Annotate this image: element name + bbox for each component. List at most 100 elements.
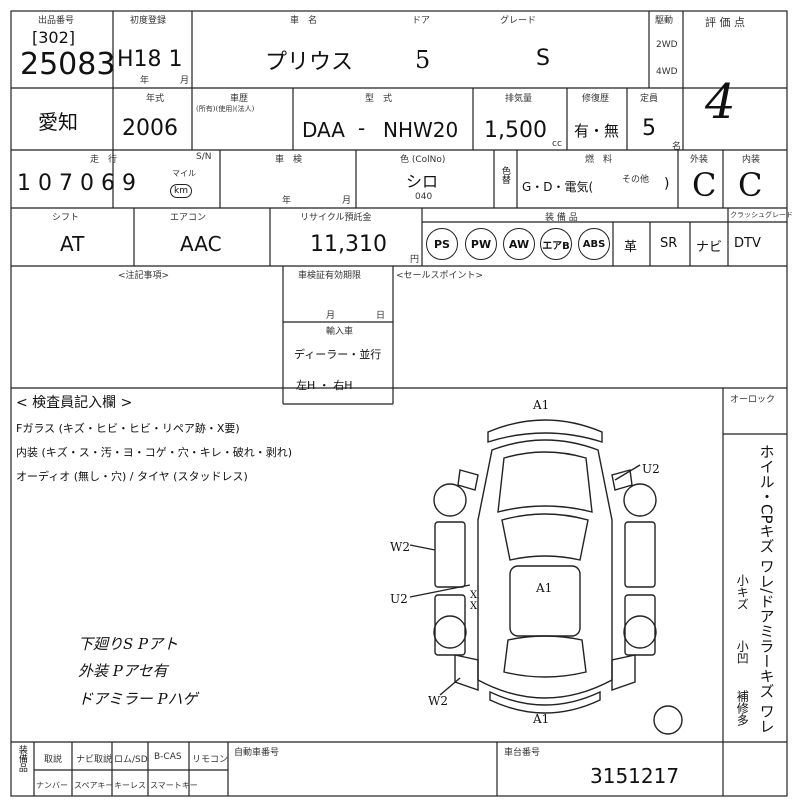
equip-ps: PS xyxy=(426,228,458,260)
year-unit-2: 年 xyxy=(282,196,292,206)
drive-2wd: 2WD xyxy=(656,40,678,50)
mark-center: A1 xyxy=(536,581,553,595)
model-year-value: 2006 xyxy=(122,116,178,141)
repair-value: 有・無 xyxy=(574,122,620,140)
interior-label: 内装 xyxy=(742,155,761,165)
equip-leather: 革 xyxy=(624,240,638,255)
mark-xx: X X xyxy=(470,590,478,612)
repair-label: 修復歴 xyxy=(582,94,610,104)
mark-left-front: W2 xyxy=(390,540,410,554)
side-small-2: 小凹 xyxy=(735,640,750,664)
capacity-value: 5 xyxy=(642,116,656,141)
footer-r2-2: キーレス xyxy=(114,781,146,790)
inspector-line3: オーディオ (無し・穴) / タイヤ (スタッドレス) xyxy=(16,470,248,483)
ac-label: エアコン xyxy=(170,213,207,223)
expiry-day: 日 xyxy=(376,311,386,321)
fuel-close: ) xyxy=(664,176,670,192)
mark-right-fender: U2 xyxy=(642,462,660,476)
person-unit: 名 xyxy=(672,142,682,152)
month-unit-2: 月 xyxy=(342,196,352,206)
first-reg-label: 初度登録 xyxy=(130,16,167,26)
mark-left-mid: U2 xyxy=(390,592,408,606)
footer-r1-1: ナビ取説 xyxy=(76,755,113,765)
month-unit: 月 xyxy=(180,76,190,86)
footer-r1-0: 取説 xyxy=(44,755,63,765)
yen-unit: 円 xyxy=(410,255,420,265)
inspection-label: 車 検 xyxy=(275,155,303,165)
grade-value: S xyxy=(536,46,550,71)
first-reg-value: H18 1 xyxy=(117,47,183,72)
handle-side: 左H ・ 右H xyxy=(296,379,353,392)
inspector-line1: Fガラス (キズ・ヒビ・ヒビ・リペア跡・X要) xyxy=(16,422,240,435)
lot-number: 25083 xyxy=(20,47,116,82)
footer-r1-4: リモコン xyxy=(192,755,229,765)
displacement-value: 1,500 xyxy=(484,118,547,143)
footer-r2-0: ナンバー xyxy=(36,781,68,790)
shift-value: AT xyxy=(60,232,85,256)
dealer-sub: (所有)(使用)(法人) xyxy=(196,105,255,113)
door-label: ドア xyxy=(412,16,431,26)
exterior-label: 外装 xyxy=(690,155,709,165)
side-small-3: 補修多 xyxy=(735,690,750,726)
model-year-label: 年式 xyxy=(146,94,165,104)
color-value: シロ xyxy=(406,172,439,191)
grade-label: グレード xyxy=(500,16,537,26)
side-small-1: 小キズ xyxy=(735,574,750,610)
displacement-label: 排気量 xyxy=(505,94,533,104)
equip-airbag: エアB xyxy=(540,228,572,260)
dealer-label: 車歴 xyxy=(230,94,249,104)
sales-points-label: <セールスポイント> xyxy=(396,271,484,281)
fuel-label: 燃 料 xyxy=(585,155,613,165)
mileage-value: 1 0 7 0 6 9 xyxy=(17,171,136,196)
side-notes: ホイル・CPキズ ワレ/ドアミラーキズ ワレ xyxy=(757,444,776,734)
year-unit: 年 xyxy=(140,76,150,86)
chassis-value: 3151217 xyxy=(590,764,680,788)
lot-label: 出品番号 xyxy=(38,16,75,26)
type-prefix: DAA xyxy=(302,118,345,142)
equip-dtv: DTV xyxy=(734,236,761,251)
crash-label: クラッシュグレード xyxy=(730,211,793,219)
notes-label: <注記事項> xyxy=(118,271,170,281)
km-unit: km xyxy=(170,184,192,198)
shift-label: シフト xyxy=(52,213,80,223)
recycle-label: リサイクル預託金 xyxy=(300,213,372,223)
exterior-value: C xyxy=(692,166,717,204)
mileage-label: 走 行 xyxy=(90,155,118,165)
car-diagram xyxy=(409,419,683,735)
drive-label: 駆動 xyxy=(655,16,674,26)
score-label: 評 価 点 xyxy=(705,16,745,29)
inspection-expiry-label: 車検証有効期限 xyxy=(298,271,362,281)
footer-r1-2: ロム/SD xyxy=(114,755,148,765)
inspector-line2: 内装 (キズ・ス・汚・ヨ・コゲ・穴・キレ・破れ・剥れ) xyxy=(16,446,293,459)
car-name-value: プリウス xyxy=(265,50,354,75)
equip-navi: ナビ xyxy=(696,240,723,255)
equip-aw: AW xyxy=(503,228,535,260)
sn-label: S/N xyxy=(196,152,212,162)
cc-unit: cc xyxy=(552,139,562,149)
color-label: 色 (ColNo) xyxy=(400,155,446,165)
color-code: 040 xyxy=(415,192,433,202)
color-change-label: 色替 xyxy=(499,166,510,184)
handwritten-note-3: ドアミラー Pハゲ xyxy=(78,690,198,708)
mark-front: A1 xyxy=(533,398,550,412)
fuel-value: G・D・電気( xyxy=(522,180,594,194)
region-value: 愛知 xyxy=(38,110,78,134)
ac-value: AAC xyxy=(180,232,222,256)
handwritten-note-1: 下廻りS Pアト xyxy=(78,635,179,653)
equip-sr: SR xyxy=(660,236,678,251)
capacity-label: 定員 xyxy=(640,94,659,104)
equipment-label: 装 備 品 xyxy=(545,213,578,223)
expiry-month: 月 xyxy=(326,311,336,321)
interior-value: C xyxy=(738,166,763,204)
car-name-label: 車 名 xyxy=(290,16,318,26)
mark-rear: A1 xyxy=(533,712,550,726)
ooroku-label: オーロック xyxy=(730,395,776,405)
equip-abs: ABS xyxy=(578,228,610,260)
footer-r2-1: スペアキー xyxy=(74,781,114,790)
import-label: 輸入車 xyxy=(326,327,354,337)
equip-pw: PW xyxy=(465,228,497,260)
drive-4wd: 4WD xyxy=(656,67,678,77)
chassis-label: 車台番号 xyxy=(504,748,541,758)
type-label: 型 式 xyxy=(365,94,393,104)
